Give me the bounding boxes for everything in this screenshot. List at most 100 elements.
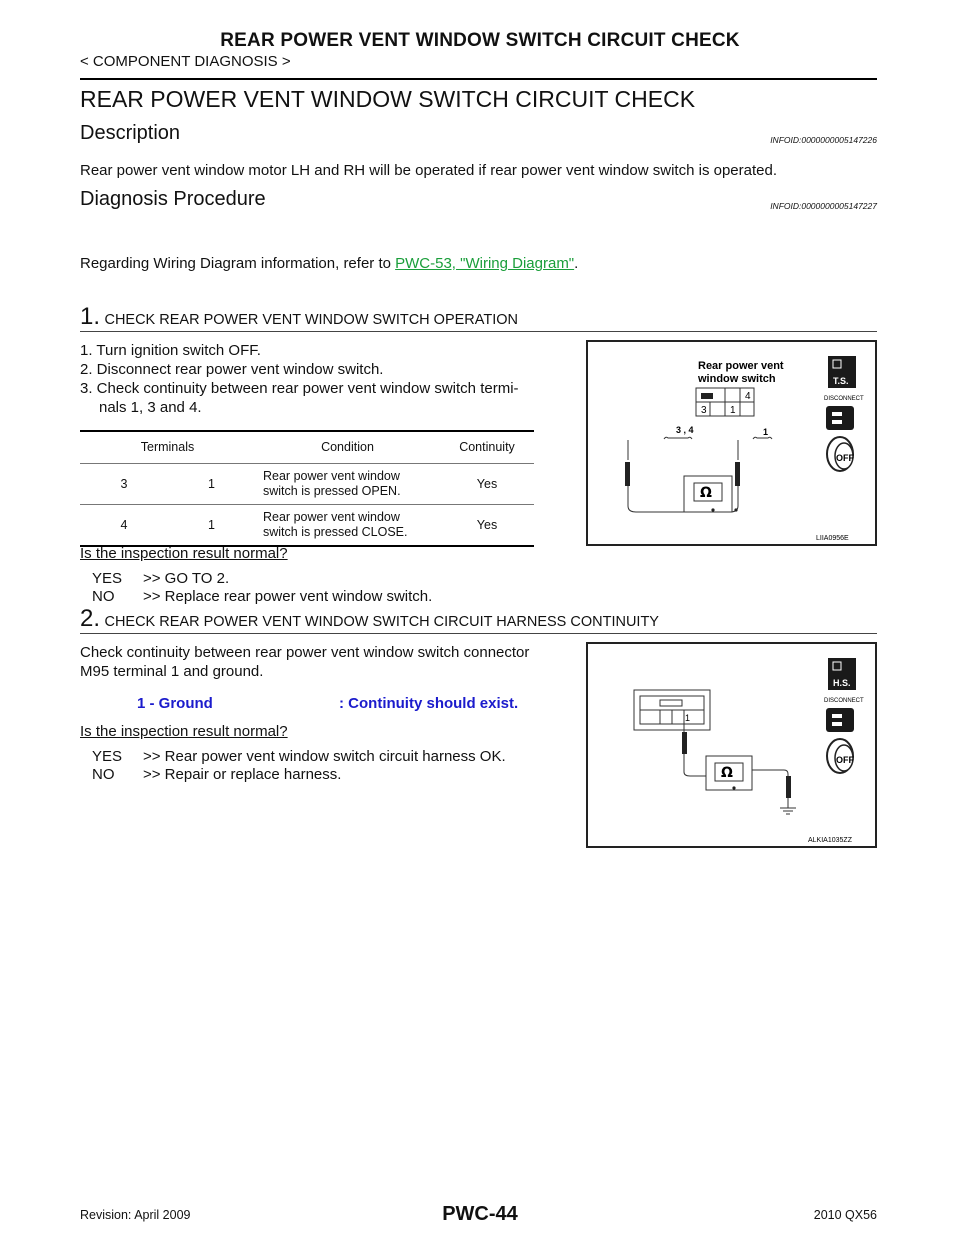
condition-line-2: switch is pressed CLOSE. bbox=[263, 524, 408, 539]
step1-yes-text: >> GO TO 2. bbox=[143, 570, 230, 587]
step1-question: Is the inspection result normal? bbox=[80, 545, 288, 562]
spec-terminal: 1 - Ground bbox=[137, 695, 213, 712]
continuity-cell: Yes bbox=[440, 504, 534, 547]
diagnosis-heading: Diagnosis Procedure bbox=[80, 188, 266, 210]
probe-right bbox=[735, 462, 740, 486]
wiring-diagram-link[interactable]: PWC-53, "Wiring Diagram" bbox=[395, 255, 575, 272]
continuity-table: Terminals Condition Continuity 3 1 Rear … bbox=[80, 430, 534, 547]
badge-label: T.S. bbox=[833, 376, 849, 386]
figure-code: LIIA0956E bbox=[816, 535, 849, 542]
step2-text-2: M95 terminal 1 and ground. bbox=[80, 663, 264, 680]
step1-title: CHECK REAR POWER VENT WINDOW SWITCH OPER… bbox=[104, 312, 519, 328]
model-label: 2010 QX56 bbox=[813, 1208, 877, 1222]
table-row: 3 1 Rear power vent window switch is pre… bbox=[80, 463, 534, 505]
step1-number: 1. bbox=[80, 303, 101, 330]
probe-right-label: 1 bbox=[763, 427, 768, 437]
step2-no-label: NO bbox=[92, 766, 115, 783]
switch-continuity-diagram: Rear power vent window switch 4 3 1 3 , … bbox=[625, 356, 864, 542]
meter-wire bbox=[627, 486, 739, 513]
step1-rule bbox=[80, 331, 877, 332]
connector-disconnect-icon bbox=[826, 708, 854, 732]
step2-number: 2. bbox=[80, 605, 101, 632]
terminal-b: 1 bbox=[168, 463, 255, 505]
meter-wire-left bbox=[683, 754, 738, 777]
col-terminals: Terminals bbox=[140, 440, 195, 455]
description-text: Rear power vent window motor LH and RH w… bbox=[80, 162, 777, 179]
step1-item-3-cont: nals 1, 3 and 4. bbox=[99, 399, 202, 416]
table-row: 4 1 Rear power vent window switch is pre… bbox=[80, 504, 534, 547]
condition-line-2: switch is pressed OPEN. bbox=[263, 483, 401, 498]
running-title: REAR POWER VENT WINDOW SWITCH CIRCUIT CH… bbox=[220, 30, 740, 51]
condition-line-1: Rear power vent window bbox=[263, 509, 400, 524]
table-header-row: Terminals Condition Continuity bbox=[80, 431, 534, 463]
ignition-off-icon: OFF bbox=[826, 436, 854, 472]
step1-item-1: 1. Turn ignition switch OFF. bbox=[80, 342, 261, 359]
pin-1-label: 1 bbox=[685, 713, 690, 723]
step1-heading: 1. CHECK REAR POWER VENT WINDOW SWITCH O… bbox=[80, 303, 518, 331]
probe-right bbox=[786, 776, 791, 798]
probe-left bbox=[682, 732, 687, 754]
page-number: PWC-44 bbox=[442, 1203, 518, 1225]
pin-4-label: 4 bbox=[745, 391, 751, 402]
probe-left-label: 3 , 4 bbox=[676, 425, 694, 435]
component-label-1: Rear power vent bbox=[698, 360, 784, 372]
terminal-b: 1 bbox=[168, 504, 255, 547]
step2-yes-text: >> Rear power vent window switch circuit… bbox=[143, 748, 506, 765]
badge-label: H.S. bbox=[833, 678, 851, 688]
col-condition: Condition bbox=[321, 440, 374, 455]
description-heading: Description bbox=[80, 122, 181, 144]
pin-3-label: 3 bbox=[701, 405, 707, 416]
figure-harness-continuity: 1 Ω H.S. DISCONNECT bbox=[586, 642, 877, 848]
condition-cell: Rear power vent window switch is pressed… bbox=[255, 463, 440, 505]
wiring-reference: Regarding Wiring Diagram information, re… bbox=[80, 254, 578, 273]
step2-rule bbox=[80, 633, 877, 634]
step2-yes-label: YES bbox=[92, 748, 123, 765]
meter-wire-right bbox=[752, 769, 789, 776]
step1-item-3: 3. Check continuity between rear power v… bbox=[80, 380, 519, 397]
connector-icon bbox=[633, 689, 711, 731]
step1-no-label: NO bbox=[92, 588, 115, 605]
page-title: REAR POWER VENT WINDOW SWITCH CIRCUIT CH… bbox=[80, 86, 696, 112]
figure-switch-continuity: Rear power vent window switch 4 3 1 3 , … bbox=[586, 340, 877, 546]
step1-list: 1. Turn ignition switch OFF. 2. Disconne… bbox=[80, 341, 519, 417]
terminal-a: 4 bbox=[80, 504, 168, 547]
off-label: OFF bbox=[836, 755, 854, 765]
step1-yes-label: YES bbox=[92, 570, 123, 587]
connector-disconnect-icon bbox=[826, 406, 854, 430]
harness-continuity-diagram: 1 Ω H.S. DISCONNECT bbox=[633, 658, 864, 844]
condition-line-1: Rear power vent window bbox=[263, 468, 400, 483]
spec-value: : Continuity should exist. bbox=[339, 695, 519, 712]
step2-title: CHECK REAR POWER VENT WINDOW SWITCH CIRC… bbox=[104, 614, 659, 630]
description-infoid: INFOID:0000000005147226 bbox=[770, 135, 877, 145]
ground-icon bbox=[780, 807, 796, 815]
ts-badge-icon: T.S. bbox=[828, 356, 856, 388]
diagnosis-infoid: INFOID:0000000005147227 bbox=[770, 201, 877, 211]
connector-icon bbox=[695, 387, 755, 417]
step1-no-text: >> Replace rear power vent window switch… bbox=[143, 588, 433, 605]
condition-cell: Rear power vent window switch is pressed… bbox=[255, 504, 440, 547]
probe-left bbox=[625, 462, 630, 486]
section-label: < COMPONENT DIAGNOSIS > bbox=[80, 53, 291, 70]
col-continuity: Continuity bbox=[459, 440, 515, 455]
ignition-off-icon: OFF bbox=[826, 738, 854, 774]
reference-suffix: . bbox=[574, 255, 579, 272]
step2-no-text: >> Repair or replace harness. bbox=[143, 766, 342, 783]
header-rule bbox=[80, 78, 877, 80]
step2-text-1: Check continuity between rear power vent… bbox=[80, 644, 530, 661]
probe-right-bracket bbox=[752, 436, 773, 440]
step1-item-2: 2. Disconnect rear power vent window swi… bbox=[80, 361, 384, 378]
component-label-2: window switch bbox=[697, 373, 776, 385]
continuity-cell: Yes bbox=[440, 463, 534, 505]
revision-label: Revision: April 2009 bbox=[80, 1208, 191, 1222]
step2-question: Is the inspection result normal? bbox=[80, 723, 288, 740]
off-label: OFF bbox=[836, 453, 854, 463]
probe-left-bracket bbox=[663, 436, 693, 440]
disconnect-label: DISCONNECT bbox=[824, 698, 864, 704]
ohm-symbol: Ω bbox=[700, 485, 712, 501]
hs-badge-icon: H.S. bbox=[828, 658, 856, 690]
step2-heading: 2. CHECK REAR POWER VENT WINDOW SWITCH C… bbox=[80, 605, 659, 633]
ohm-symbol: Ω bbox=[721, 765, 733, 781]
figure-code: ALKIA1035ZZ bbox=[808, 837, 853, 844]
pin-1-label: 1 bbox=[730, 405, 736, 416]
terminal-a: 3 bbox=[80, 463, 168, 505]
